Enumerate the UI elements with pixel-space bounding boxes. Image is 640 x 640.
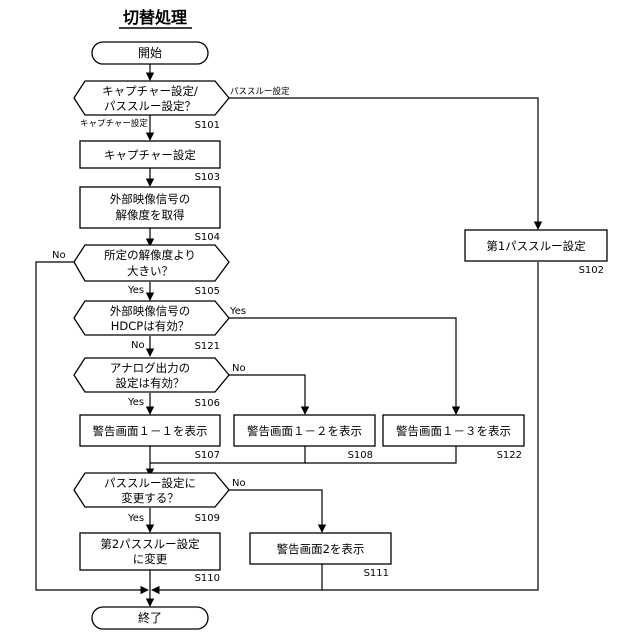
edge-label-s109-no: No [232, 478, 246, 489]
step-s109: S109 [195, 513, 220, 524]
process-s102-label: 第1パススルー設定 [486, 239, 586, 253]
edge-label-s109-yes: Yes [127, 513, 144, 524]
process-s107-label: 警告画面１－１を表示 [93, 424, 208, 438]
step-s102: S102 [579, 265, 604, 276]
step-s103: S103 [195, 172, 220, 183]
decision-s105: 所定の解像度より 大きい？ S105 [74, 245, 229, 297]
edge-label-s106-no: No [232, 363, 246, 374]
decision-s101-line1: キャプチャー設定/ [102, 84, 198, 98]
step-s110: S110 [195, 573, 220, 584]
edge-label-s121-no: No [131, 340, 145, 351]
end-terminal: 終了 [92, 607, 208, 629]
start-terminal: 開始 [92, 42, 208, 64]
start-label: 開始 [138, 46, 162, 60]
decision-s121-line1: 外部映像信号の [110, 304, 191, 318]
edge-label-s106-yes: Yes [127, 397, 144, 408]
decision-s121-line2: HDCPは有効？ [111, 319, 189, 333]
decision-s109: パススルー設定に 変更する？ S109 [74, 473, 229, 524]
process-s110-line2: に変更 [133, 552, 168, 566]
step-s121: S121 [195, 341, 220, 352]
step-s105: S105 [195, 286, 220, 297]
process-s110-line1: 第2パススルー設定 [100, 537, 200, 551]
end-label: 終了 [138, 610, 162, 625]
process-s108-label: 警告画面１－２を表示 [247, 424, 362, 438]
step-s104: S104 [195, 232, 220, 243]
process-s104-line2: 解像度を取得 [116, 208, 185, 222]
step-s107: S107 [195, 450, 220, 461]
decision-s109-line1: パススルー設定に [104, 476, 196, 490]
step-s122: S122 [497, 450, 522, 461]
edge-label-s105-no: No [52, 250, 66, 261]
process-s122-label: 警告画面１－３を表示 [396, 424, 511, 438]
decision-s109-line2: 変更する？ [121, 491, 179, 505]
process-s111: 警告画面2を表示 S111 [250, 533, 391, 579]
decision-s105-line1: 所定の解像度より [104, 248, 196, 262]
decision-s121: 外部映像信号の HDCPは有効？ S121 [74, 301, 229, 352]
process-s103-label: キャプチャー設定 [104, 148, 196, 162]
edge-label-s101-passthrough: パススルー設定 [230, 86, 290, 97]
process-s102: 第1パススルー設定 S102 [465, 230, 607, 276]
process-s122: 警告画面１－３を表示 S122 [383, 415, 524, 461]
step-s111: S111 [364, 568, 389, 579]
decision-s106-line2: 設定は有効？ [116, 376, 185, 390]
page-title: 切替処理 [123, 8, 187, 27]
decision-s105-line2: 大きい？ [127, 264, 173, 278]
edge-label-s105-yes: Yes [127, 285, 144, 296]
step-s101: S101 [195, 120, 220, 131]
process-s104-line1: 外部映像信号の [110, 192, 191, 206]
decision-s106: アナログ出力の 設定は有効？ S106 [74, 358, 229, 409]
edge-label-s121-yes: Yes [229, 306, 246, 317]
step-s108: S108 [348, 450, 373, 461]
step-s106: S106 [195, 398, 220, 409]
decision-s101-line2: パススルー設定？ [104, 99, 196, 113]
process-s111-label: 警告画面2を表示 [277, 542, 365, 556]
decision-s106-line1: アナログ出力の [110, 361, 190, 375]
edge-label-s101-capture: キャプチャー設定 [80, 118, 148, 129]
